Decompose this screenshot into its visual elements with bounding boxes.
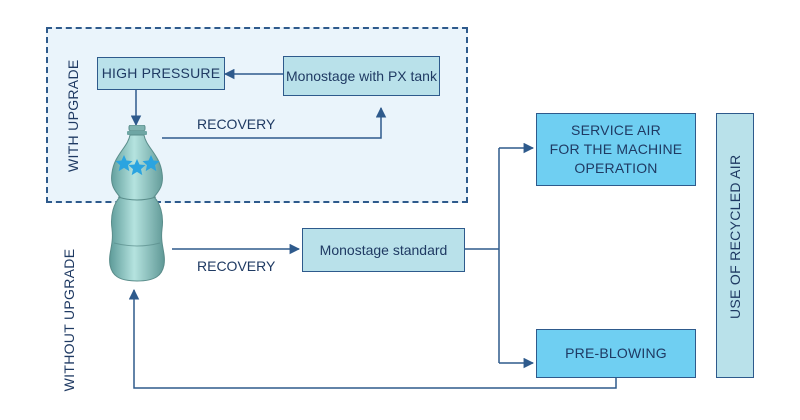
recovery-label-top: RECOVERY [197,116,276,132]
star-icon [115,155,133,172]
arrow-recovery-to-px [162,106,387,139]
high-pressure-label: HIGH PRESSURE [101,65,221,81]
star-icon [128,159,146,176]
service-air-box: SERVICE AIR FOR THE MACHINE OPERATION [536,113,696,186]
monostage-standard-box: Monostage standard [302,228,465,272]
recovery-label-bottom: RECOVERY [197,258,276,274]
arrow-pre-blowing-to-bottle [128,288,617,389]
with-upgrade-label: WITH UPGRADE [65,59,81,173]
monostage-standard-label: Monostage standard [319,241,448,258]
service-air-label: SERVICE AIR FOR THE MACHINE OPERATION [549,122,683,176]
without-upgrade-label: WITHOUT UPGRADE [61,248,77,392]
pet-bottle-illustration [109,125,165,282]
pre-blowing-label: PRE-BLOWING [565,345,667,361]
star-icon [142,155,160,172]
monostage-px-tank-box: Monostage with PX tank [283,56,440,96]
use-of-recycled-air-box [716,113,754,378]
monostage-px-tank-label: Monostage with PX tank [286,67,437,84]
high-pressure-box: HIGH PRESSURE [97,57,225,90]
pre-blowing-box: PRE-BLOWING [536,329,696,378]
use-of-recycled-air-label: USE OF RECYCLED AIR [727,154,743,319]
